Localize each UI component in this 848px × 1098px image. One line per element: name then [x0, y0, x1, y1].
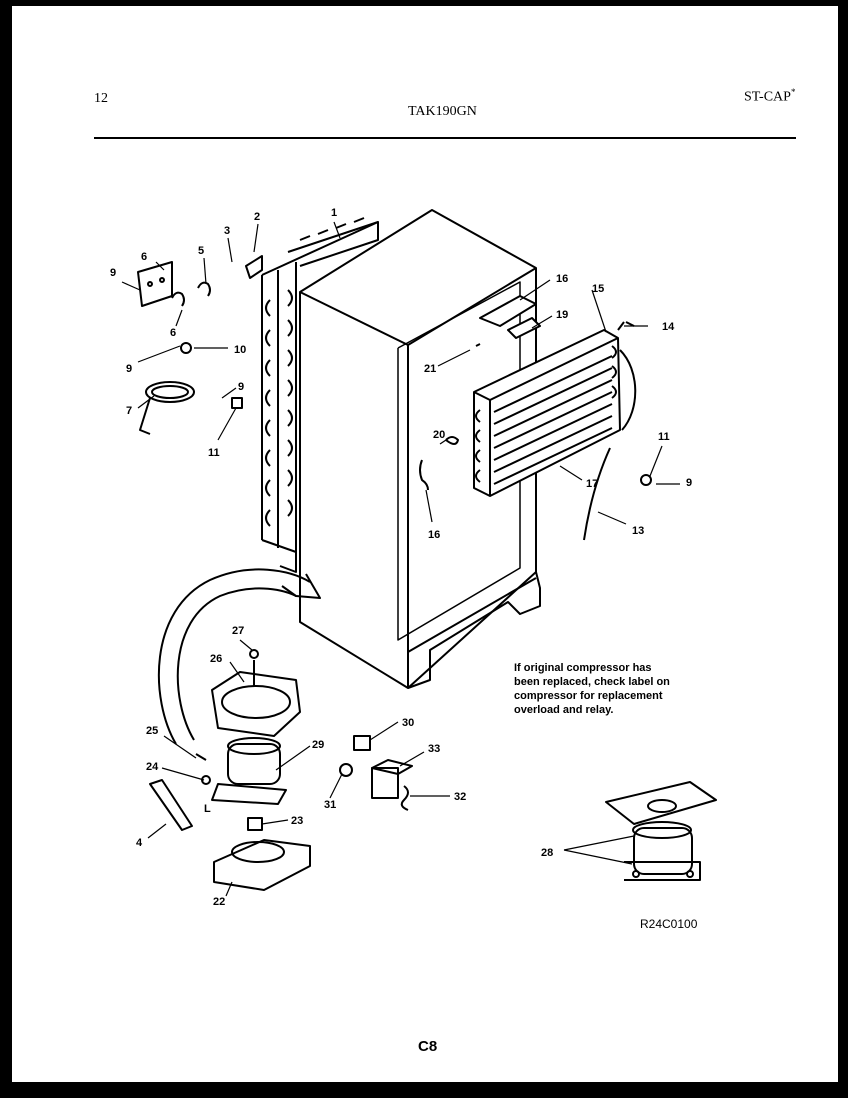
callout-23: 23: [291, 815, 303, 827]
small-parts: [137, 255, 652, 491]
callout-1: 1: [331, 207, 337, 219]
relay-overload: [339, 735, 413, 811]
callout-17: 17: [586, 478, 598, 490]
callout-19: 19: [556, 309, 568, 321]
condenser-coil: [261, 217, 379, 573]
replacement-note: If original compressor has been replaced…: [514, 661, 714, 717]
callout-14: 14: [662, 321, 675, 333]
callout-29: 29: [312, 739, 324, 751]
callout-L: L: [204, 803, 211, 815]
evaporator-coil: [473, 321, 637, 541]
callout-31: 31: [324, 799, 336, 811]
callout-5: 5: [198, 245, 204, 257]
callout-33: 33: [428, 743, 440, 755]
callout-22: 22: [213, 896, 225, 908]
drain-pan: [211, 649, 301, 737]
callout-13: 13: [632, 525, 644, 537]
callout-32: 32: [454, 791, 466, 803]
page-number: 12: [94, 91, 108, 106]
compressor: [149, 737, 287, 831]
callout-21: 21: [424, 363, 436, 375]
callout-7: 7: [126, 405, 132, 417]
callout-10: 10: [234, 344, 246, 356]
callout-3: 3: [224, 225, 230, 237]
callout-9-d: 9: [686, 477, 692, 489]
note-line: been replaced, check label on: [514, 676, 670, 688]
callout-9-b: 9: [126, 363, 132, 375]
callout-24: 24: [146, 761, 159, 773]
callout-15: 15: [592, 283, 604, 295]
replacement-compressor: [605, 781, 717, 881]
callout-11-b: 11: [658, 431, 670, 443]
callout-6-clip: 6: [170, 327, 176, 339]
callout-9-a: 9: [110, 267, 116, 279]
callout-26: 26: [210, 653, 222, 665]
compressor-base: [213, 817, 311, 891]
callout-30: 30: [402, 717, 414, 729]
callout-27: 27: [232, 625, 244, 637]
note-line: compressor for replacement: [514, 690, 663, 702]
callout-9-c: 9: [238, 381, 244, 393]
leader-lines: [121, 221, 680, 897]
note-line: If original compressor has: [514, 662, 652, 674]
model-number: TAK190GN: [408, 104, 477, 119]
callout-4: 4: [136, 837, 143, 849]
callout-2: 2: [254, 211, 260, 223]
callout-6-bracket: 6: [141, 251, 147, 263]
callout-labels: 1 2 3 4 5 6 6 7 9 9 9 9 10 11 11 13 14 1…: [110, 207, 692, 908]
callout-16-b: 16: [428, 529, 440, 541]
drain-tube: [157, 568, 321, 745]
callout-20: 20: [433, 429, 445, 441]
callout-16-a: 16: [556, 273, 568, 285]
refrigerator-cabinet: [299, 209, 541, 689]
callout-28: 28: [541, 847, 553, 859]
page-code: C8: [418, 1038, 438, 1055]
header-rule: [94, 137, 796, 139]
callout-25: 25: [146, 725, 158, 737]
section-code: ST-CAP*: [744, 87, 796, 105]
note-line: overload and relay.: [514, 704, 614, 716]
reference-code: R24C0100: [640, 917, 698, 931]
callout-11-a: 11: [208, 447, 220, 459]
